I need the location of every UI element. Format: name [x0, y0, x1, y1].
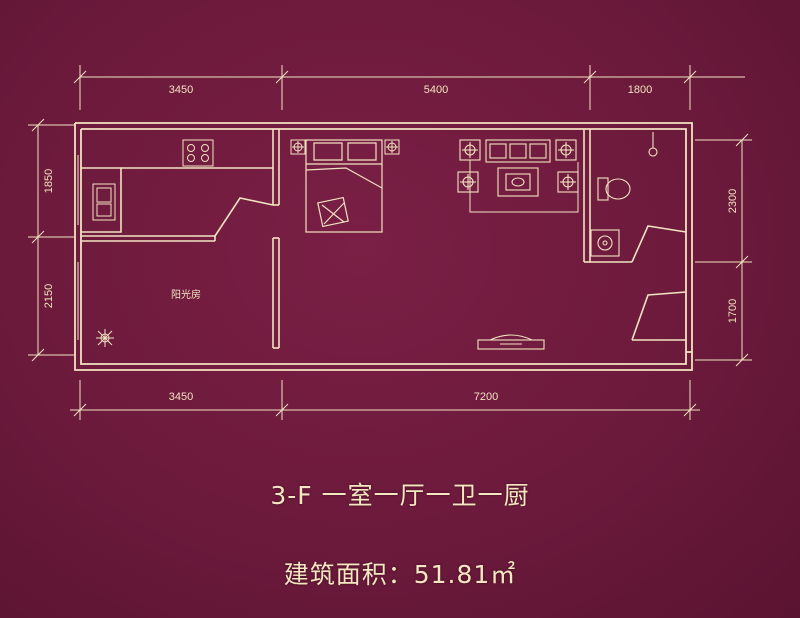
toilet-icon — [597, 177, 631, 201]
left-dimension-lines — [28, 118, 75, 362]
nightstand-left-icon — [290, 139, 306, 155]
tv-cabinet-icon — [477, 334, 545, 350]
dim-right-2: 1700 — [727, 299, 739, 323]
right-dimension-lines — [695, 133, 752, 367]
armchair-right-icon — [557, 171, 579, 193]
outer-walls — [74, 122, 693, 371]
top-dimension-lines — [73, 65, 745, 110]
armchair-left-icon — [457, 171, 479, 193]
unit-type-caption: 3-F 一室一厅一卫一厨 — [270, 481, 530, 510]
coffee-table-icon — [497, 167, 539, 197]
dim-bottom-1: 3450 — [169, 391, 193, 403]
dim-right-1: 2300 — [727, 189, 739, 213]
sink-icon — [92, 183, 116, 221]
dim-top-1: 3450 — [169, 84, 193, 96]
floor-plan: 3450 5400 1800 3450 7200 1850 2150 2300 … — [28, 65, 752, 420]
dim-left-2: 2150 — [43, 284, 55, 308]
shower-icon — [648, 132, 658, 157]
nightstand-right-icon — [384, 139, 400, 155]
bed-icon — [305, 139, 383, 233]
dim-bottom-2: 7200 — [474, 391, 498, 403]
sofa-icon — [459, 139, 577, 163]
dim-top-2: 5400 — [424, 84, 448, 96]
plant-icon — [96, 329, 114, 347]
room-label-sunroom: 阳光房 — [171, 288, 201, 301]
dim-left-1: 1850 — [43, 169, 55, 193]
dim-top-3: 1800 — [628, 84, 652, 96]
stove-icon — [182, 139, 214, 167]
interior-walls — [81, 129, 687, 349]
washbasin-icon — [590, 229, 620, 257]
rug-outline — [469, 160, 579, 213]
floor-area-caption: 建筑面积：51.81㎡ — [283, 560, 517, 589]
bottom-dimension-lines — [70, 380, 700, 420]
